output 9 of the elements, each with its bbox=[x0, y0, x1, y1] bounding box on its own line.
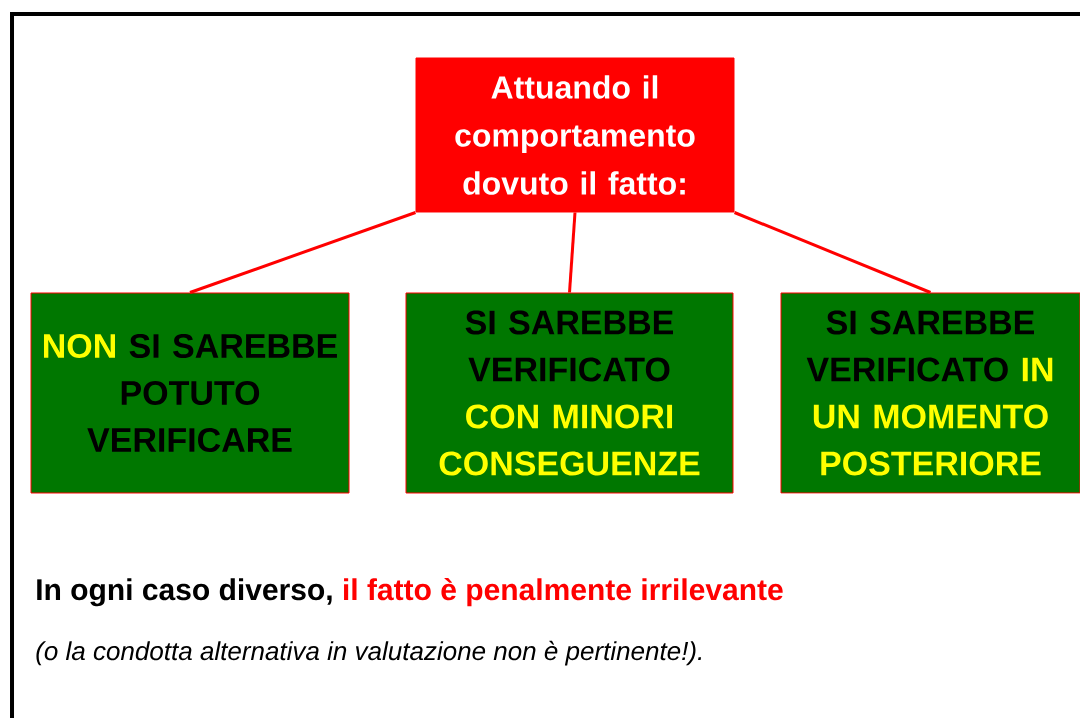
text-box: Attuando il comportamento dovuto il fatto: bbox=[415, 57, 735, 213]
connector-line bbox=[189, 211, 416, 294]
connector-line bbox=[733, 211, 932, 294]
connector-line bbox=[568, 212, 577, 293]
conclusion-text: In ogni caso diverso, il fatto è penalmente irrilevante bbox=[37, 578, 783, 607]
text-box: SI SAREBBE VERIFICATO CON MINORI CONSEGUENZE bbox=[405, 292, 734, 494]
text-box: SI SAREBBE VERIFICATO IN UN MOMENTO POSTERIORE bbox=[780, 292, 1080, 494]
text-box: NON SI SAREBBE POTUTO VERIFICARE bbox=[30, 292, 350, 494]
note-text: (o la condotta alternativa in valutazione non è pertinente!). bbox=[36, 640, 702, 666]
